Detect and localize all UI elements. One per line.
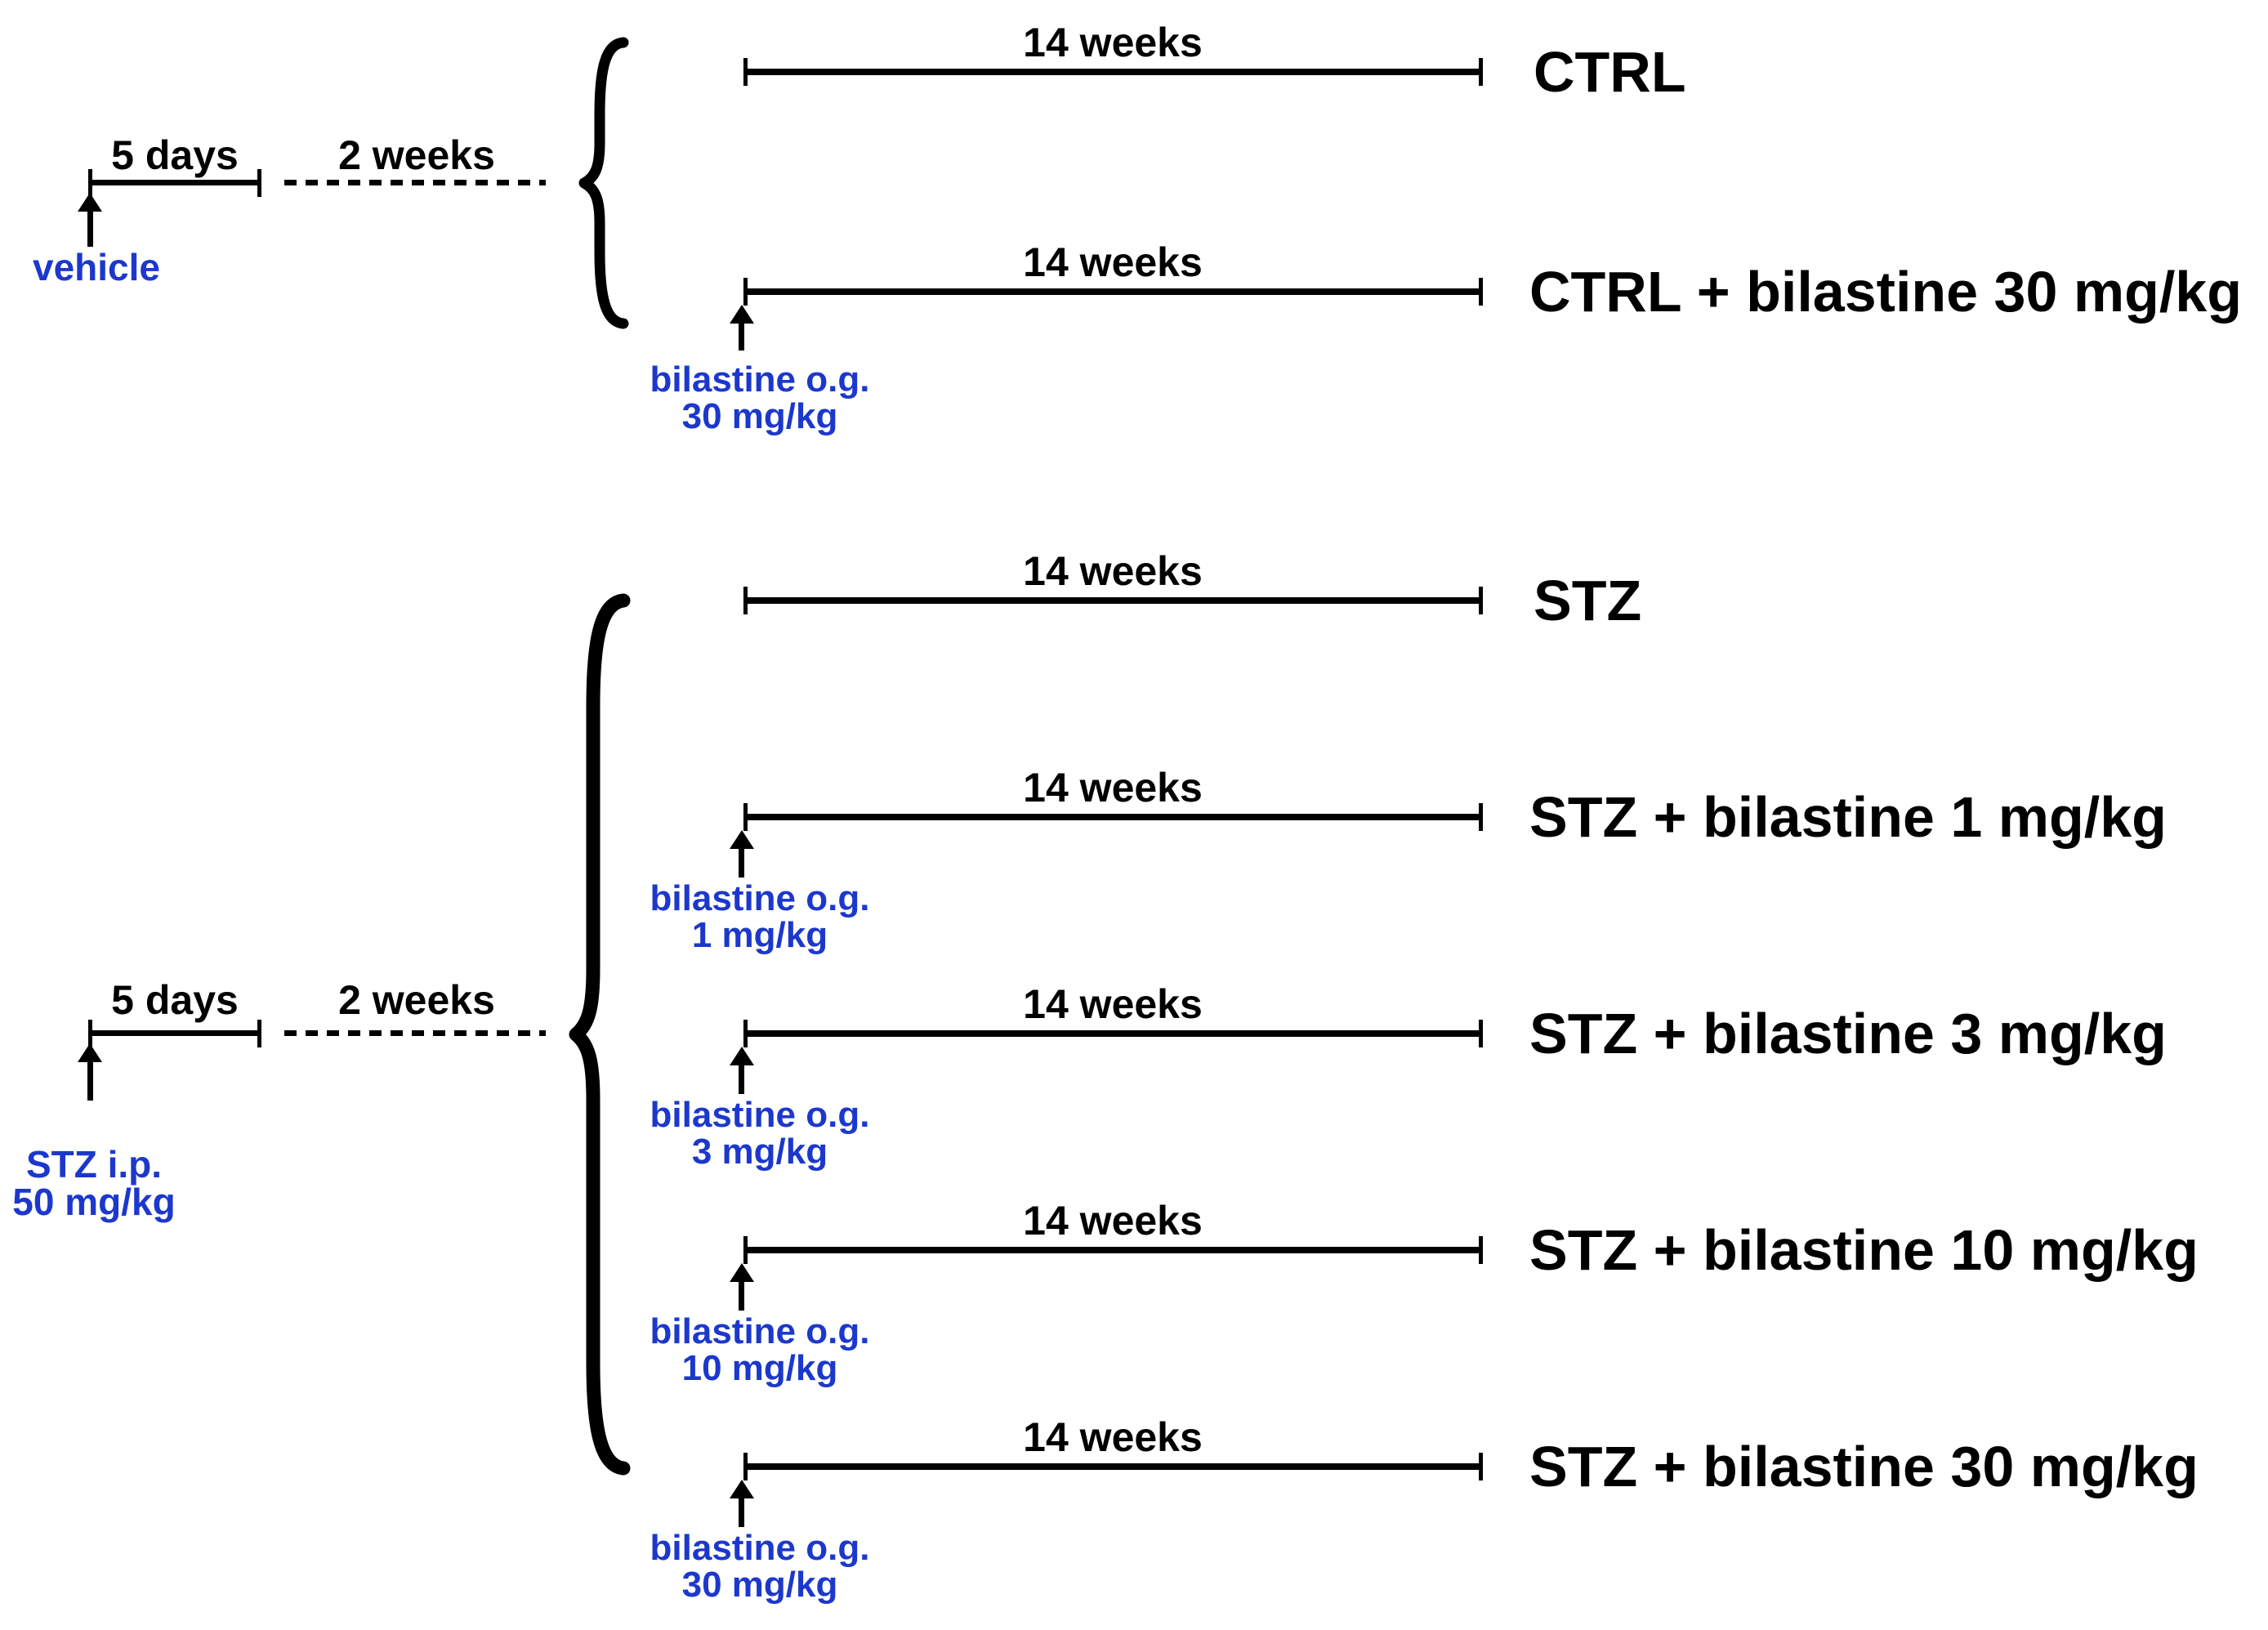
ctrl-timeline bbox=[743, 58, 1483, 86]
bottom-2weeks-dashed-line bbox=[284, 1030, 546, 1036]
top-2weeks-dashed-line bbox=[284, 180, 546, 185]
stz-dose-label: 50 mg/kg bbox=[12, 1181, 176, 1223]
stz-14weeks-label: 14 weeks bbox=[1023, 548, 1203, 594]
stz-b30-dose-label: 30 mg/kg bbox=[681, 1565, 838, 1605]
stz-b3-treatment-label: bilastine o.g. bbox=[650, 1095, 870, 1135]
top-5days-label: 5 days bbox=[111, 132, 239, 178]
stz-b1-timeline bbox=[743, 803, 1483, 831]
ctrl-bilastine-timeline bbox=[743, 278, 1483, 306]
stz-b30-treatment-label: bilastine o.g. bbox=[650, 1528, 870, 1568]
stz-b1-dose-label: 1 mg/kg bbox=[691, 915, 828, 955]
ctrl-14weeks-label: 14 weeks bbox=[1023, 20, 1203, 65]
stz-b10-group-label: STZ + bilastine 10 mg/kg bbox=[1529, 1218, 2199, 1282]
bottom-5days-label: 5 days bbox=[111, 977, 239, 1023]
curly-brace-icon bbox=[578, 37, 629, 329]
stz-b3-timeline bbox=[743, 1020, 1483, 1047]
vehicle-injection-label: vehicle bbox=[33, 246, 160, 288]
stz-b30-timeline bbox=[743, 1453, 1483, 1480]
stz-b10-dose-label: 10 mg/kg bbox=[681, 1348, 838, 1388]
ctrl-group-label: CTRL bbox=[1534, 40, 1686, 104]
top-5days-line bbox=[88, 169, 261, 197]
stz-b10-timeline bbox=[743, 1236, 1483, 1264]
stz-b30-group-label: STZ + bilastine 30 mg/kg bbox=[1529, 1435, 2199, 1498]
ctrl-bilastine-dose-label: 30 mg/kg bbox=[681, 396, 838, 436]
top-2weeks-label: 2 weeks bbox=[338, 132, 495, 178]
stz-b3-14weeks-label: 14 weeks bbox=[1023, 981, 1203, 1027]
stz-timeline bbox=[743, 587, 1483, 614]
bottom-2weeks-label: 2 weeks bbox=[338, 977, 495, 1023]
ctrl-bilastine-group-label: CTRL + bilastine 30 mg/kg bbox=[1529, 260, 2242, 324]
stz-group-label: STZ bbox=[1534, 569, 1642, 632]
large-curly-brace-icon bbox=[569, 593, 631, 1476]
ctrl-bilastine-treatment-label: bilastine o.g. bbox=[650, 359, 870, 400]
stz-injection-label: STZ i.p. bbox=[25, 1143, 163, 1186]
stz-b10-treatment-label: bilastine o.g. bbox=[650, 1311, 870, 1351]
stz-b1-14weeks-label: 14 weeks bbox=[1023, 765, 1203, 811]
ctrl-bilastine-14weeks-label: 14 weeks bbox=[1023, 239, 1203, 285]
stz-b30-14weeks-label: 14 weeks bbox=[1023, 1414, 1203, 1460]
stz-b1-treatment-label: bilastine o.g. bbox=[650, 878, 870, 918]
stz-b1-group-label: STZ + bilastine 1 mg/kg bbox=[1529, 785, 2167, 849]
bottom-5days-line bbox=[88, 1020, 261, 1047]
stz-b3-dose-label: 3 mg/kg bbox=[691, 1132, 828, 1172]
stz-b3-group-label: STZ + bilastine 3 mg/kg bbox=[1529, 1002, 2167, 1065]
stz-b10-14weeks-label: 14 weeks bbox=[1023, 1198, 1203, 1244]
